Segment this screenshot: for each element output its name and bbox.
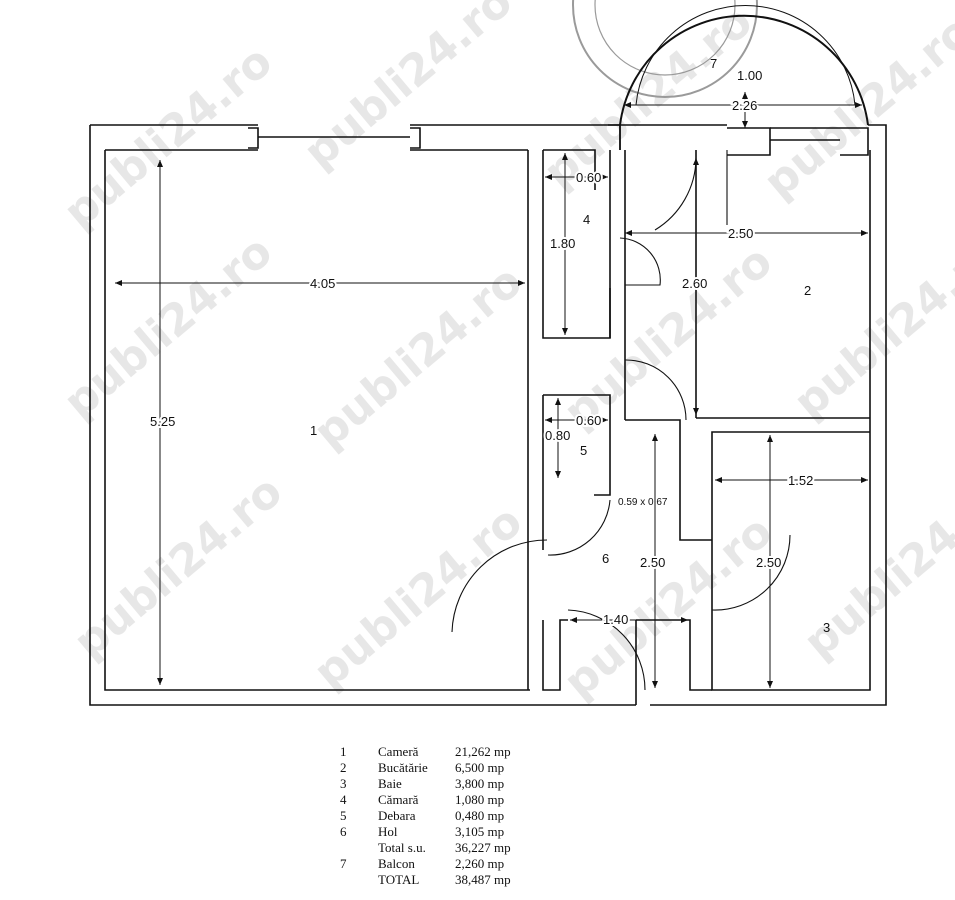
stamp [572, 0, 758, 98]
legend-row: 4 Cămară 1,080 mp [340, 792, 511, 808]
outer-wall [89, 125, 636, 706]
window-frame [727, 127, 869, 156]
legend-area: 0,480 mp [455, 808, 505, 823]
room-label-2: 2 [804, 283, 811, 298]
legend-room-name: Total s.u. [378, 840, 426, 855]
legend-number: 7 [340, 856, 347, 871]
dim-label-room4-width: 0.60 [576, 170, 601, 185]
floor-plan: publi24.ro publi24.ro publi24.ro publi24… [54, 0, 955, 708]
legend-area: 1,080 mp [455, 792, 505, 807]
dim-label-room5-height: 0.80 [545, 428, 570, 443]
door-swing [711, 534, 791, 611]
legend-room-name: Debara [378, 808, 416, 823]
dim-label-opening: 0.59 x 0.67 [618, 497, 668, 508]
watermark: publi24.ro [754, 6, 955, 209]
watermark: publi24.ro [554, 506, 782, 709]
dim-label-room2-height: 2.60 [682, 276, 707, 291]
outer-wall [104, 150, 530, 691]
legend-room-name: Hol [378, 824, 398, 839]
outer-wall [608, 124, 727, 150]
legend-room-name: Bucătărie [378, 760, 428, 775]
watermark: publi24.ro [54, 36, 282, 239]
dim-label-room3-width: 1.52 [788, 473, 813, 488]
door-swing [547, 499, 611, 556]
legend-room-name: Cămară [378, 792, 419, 807]
room-label-1: 1 [310, 423, 317, 438]
legend-room-name: Baie [378, 776, 402, 791]
legend-row: 1 Cameră 21,262 mp [340, 744, 511, 760]
window-frame [248, 127, 421, 149]
legend-row: 5 Debara 0,480 mp [340, 808, 511, 824]
watermark: publi24.ro [304, 496, 532, 699]
legend-area: 3,105 mp [455, 824, 505, 839]
legend-room-name: Balcon [378, 856, 415, 871]
legend-number: 4 [340, 792, 347, 807]
inner-wall [542, 394, 611, 550]
watermark-layer: publi24.ro publi24.ro publi24.ro publi24… [54, 0, 955, 708]
legend-number: 2 [340, 760, 347, 775]
watermark: publi24.ro [534, 0, 762, 198]
legend-area: 38,487 mp [455, 872, 511, 887]
legend-number: 1 [340, 744, 347, 759]
dim-label-hall-width: 1.40 [603, 612, 628, 627]
legend-area: 6,500 mp [455, 760, 505, 775]
legend-row: 7 Balcon 2,260 mp [340, 856, 511, 872]
inner-wall [625, 419, 712, 541]
inner-wall [542, 619, 568, 691]
legend-number: 5 [340, 808, 347, 823]
watermark: publi24.ro [794, 466, 955, 669]
dim-label-balcony-width: 2.26 [732, 98, 757, 113]
legend-number [340, 872, 378, 888]
door-swing [619, 237, 661, 286]
dim-label-room5-width: 0.60 [576, 413, 601, 428]
outer-wall [635, 690, 652, 706]
watermark: publi24.ro [554, 236, 782, 439]
legend-area: 36,227 mp [455, 840, 511, 855]
legend-area: 21,262 mp [455, 744, 511, 759]
room-label-5: 5 [580, 443, 587, 458]
dim-label-room2-width: 2.50 [728, 226, 753, 241]
outer-wall [652, 124, 887, 706]
legend-row: TOTAL 38,487 mp [340, 872, 511, 888]
legend-row: 3 Baie 3,800 mp [340, 776, 511, 792]
room-label-3: 3 [823, 620, 830, 635]
door-swing [451, 539, 548, 633]
room-label-7: 7 [710, 56, 717, 71]
dim-label-room1-height: 5.25 [150, 414, 175, 429]
outer-wall [770, 127, 840, 141]
room-label-4: 4 [583, 212, 590, 227]
legend-number: 3 [340, 776, 347, 791]
legend-row: 6 Hol 3,105 mp [340, 824, 511, 840]
watermark: publi24.ro [294, 0, 522, 178]
legend-area: 3,800 mp [455, 776, 505, 791]
door-swing [567, 609, 646, 691]
legend-area: 2,260 mp [455, 856, 505, 871]
room-label-6: 6 [602, 551, 609, 566]
legend-row: 2 Bucătărie 6,500 mp [340, 760, 511, 776]
dim-label-balcony-depth: 1.00 [737, 68, 762, 83]
legend-number: 6 [340, 824, 347, 839]
dim-label-room3-height: 2.50 [756, 555, 781, 570]
balcony-outline [635, 4, 856, 106]
legend-room-name: TOTAL [378, 872, 420, 887]
dim-label-room4-height: 1.80 [550, 236, 575, 251]
legend-room-name: Cameră [378, 744, 419, 759]
door-swing [624, 359, 687, 421]
watermark: publi24.ro [64, 466, 292, 669]
dim-label-room1-width: 4.05 [310, 276, 335, 291]
watermark: publi24.ro [54, 226, 282, 429]
legend-row: Total s.u. 36,227 mp [340, 840, 511, 856]
watermark: publi24.ro [304, 256, 532, 459]
dim-label-hall-height: 2.50 [640, 555, 665, 570]
door-swing [654, 157, 697, 231]
balcony-outline [619, 14, 869, 126]
legend-number [340, 840, 378, 856]
